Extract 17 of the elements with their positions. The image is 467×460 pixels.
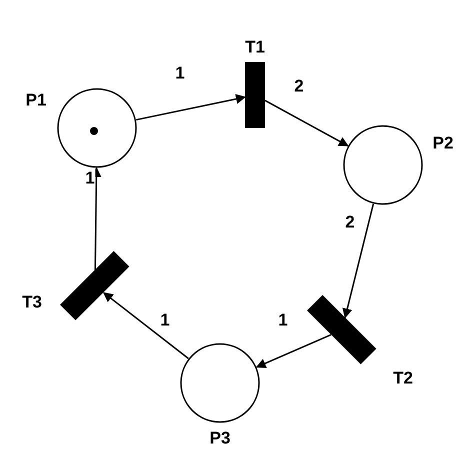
node-label: T3 bbox=[22, 293, 42, 310]
edge-label: 1 bbox=[174, 64, 186, 82]
edge-label: 1 bbox=[277, 312, 289, 328]
node-label: P1 bbox=[26, 92, 46, 108]
arrow bbox=[256, 334, 332, 368]
edge-label: 2 bbox=[344, 214, 356, 230]
edge-label: 1 bbox=[84, 170, 96, 186]
node-label: T2 bbox=[393, 369, 413, 386]
arrow bbox=[102, 292, 189, 360]
arrow bbox=[342, 204, 374, 318]
arrow bbox=[136, 94, 246, 121]
node-label: P3 bbox=[210, 430, 230, 446]
edge-label: 2 bbox=[293, 78, 305, 94]
node-label: P2 bbox=[432, 134, 454, 152]
arrow bbox=[264, 100, 349, 146]
edge-label: 1 bbox=[159, 312, 171, 328]
node-label: T1 bbox=[245, 38, 265, 56]
